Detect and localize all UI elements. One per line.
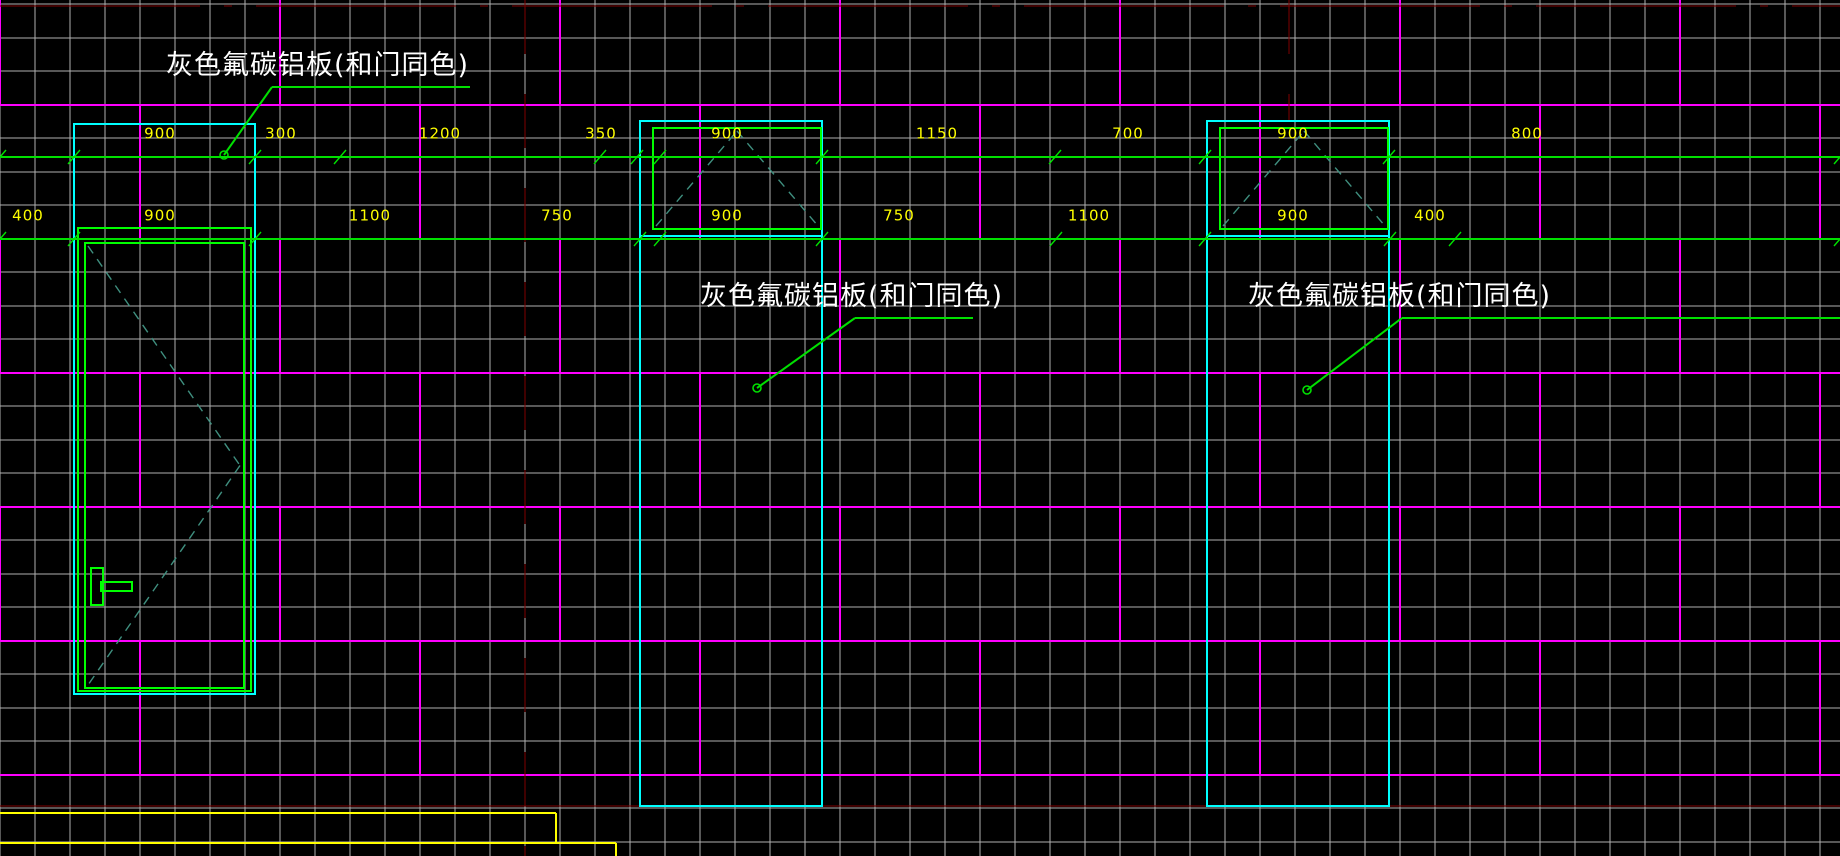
dimension-value: 700 [1112, 124, 1144, 143]
material-note-3: 灰色氟碳铝板(和门同色) [1248, 281, 1552, 312]
dimension-value: 300 [265, 124, 297, 143]
dimension-value: 900 [144, 124, 176, 143]
dimension-value: 900 [711, 206, 743, 225]
openings-layer [73, 120, 1390, 807]
ground-line-layer [0, 812, 617, 856]
dimension-value: 1100 [1067, 206, 1111, 225]
dimension-value: 900 [1277, 206, 1309, 225]
dimension-value: 750 [883, 206, 915, 225]
dimension-value: 1200 [418, 124, 462, 143]
dimension-value: 350 [585, 124, 617, 143]
material-note-2: 灰色氟碳铝板(和门同色) [700, 281, 1004, 312]
dimension-value: 400 [1414, 206, 1446, 225]
panel-joint-layer [0, 0, 1840, 776]
dimension-value: 800 [1511, 124, 1543, 143]
dimension-value: 750 [541, 206, 573, 225]
dimension-value: 900 [144, 206, 176, 225]
dimension-value: 900 [711, 124, 743, 143]
dimension-value: 1150 [915, 124, 959, 143]
leader-line-layer [219, 86, 1840, 395]
dimension-line-layer [0, 149, 1840, 247]
material-note-1: 灰色氟碳铝板(和门同色) [166, 50, 470, 81]
dimension-value: 400 [12, 206, 44, 225]
dimension-value: 1100 [348, 206, 392, 225]
dimension-value: 900 [1277, 124, 1309, 143]
